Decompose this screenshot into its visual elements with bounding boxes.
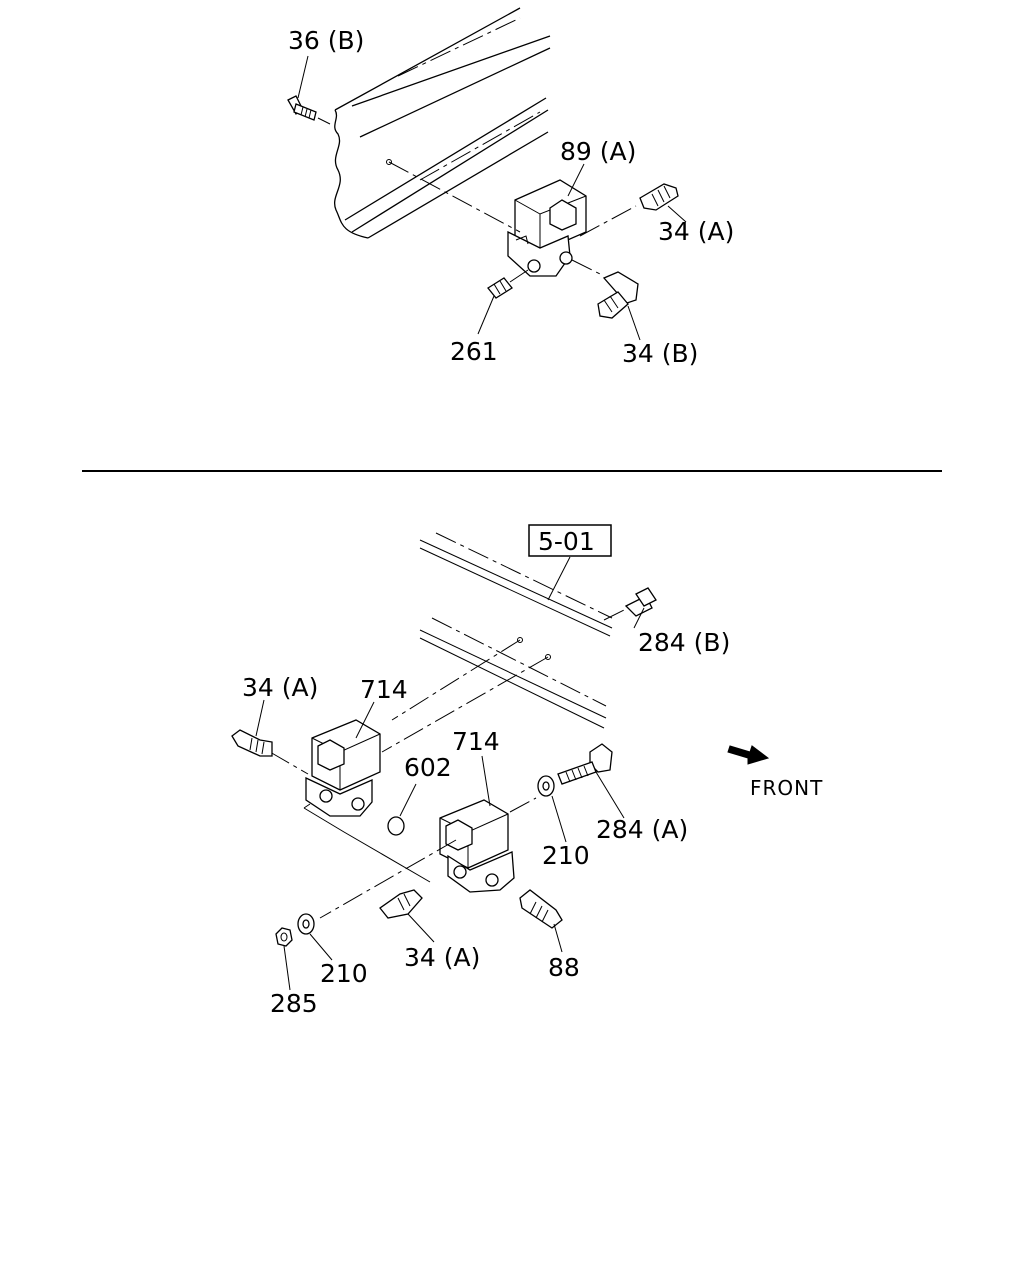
label-right-714: 714	[452, 727, 500, 756]
label-284b: 284 (B)	[638, 628, 730, 657]
left-valve-714	[305, 719, 381, 817]
bolt-284a	[557, 743, 613, 785]
bottom-center-line-3	[319, 839, 457, 919]
bottom-fitting-34a	[379, 889, 423, 919]
label-36b: 36 (B)	[288, 26, 364, 55]
bottom-leaders	[255, 607, 645, 991]
bottom-center-line-5	[269, 751, 309, 775]
bottom-frame-rail	[419, 532, 613, 729]
reference-box-5-01[interactable]	[528, 524, 612, 557]
top-center-line-left	[509, 269, 529, 283]
label-261: 261	[450, 337, 498, 366]
bracket-plate	[303, 803, 431, 883]
top-valve-89a	[507, 179, 587, 277]
label-5-01: 5-01	[538, 527, 595, 556]
nut-285	[275, 927, 293, 947]
bolt-284b	[603, 587, 657, 621]
top-center-line-lower	[571, 259, 605, 277]
fitting-88	[519, 889, 563, 929]
label-284a: 284 (A)	[596, 815, 688, 844]
top-frame-rail	[334, 7, 551, 239]
top-plug-261	[487, 277, 513, 299]
bottom-center-line-1	[381, 656, 549, 753]
label-bottom-34a: 34 (A)	[404, 943, 480, 972]
washer-210-right	[537, 775, 555, 797]
top-center-line-right	[579, 205, 637, 237]
label-285: 285	[270, 989, 318, 1018]
label-88: 88	[548, 953, 580, 982]
top-leaders	[297, 55, 687, 341]
front-arrow-icon	[727, 745, 770, 765]
top-elbow-34b	[597, 271, 639, 319]
label-89a: 89 (A)	[560, 137, 636, 166]
label-front: FRONT	[750, 776, 823, 800]
label-top-34b: 34 (B)	[622, 339, 698, 368]
label-602: 602	[404, 753, 452, 782]
leader-5-01	[547, 556, 571, 601]
bottom-center-line-2	[391, 639, 521, 721]
label-left-34a: 34 (A)	[242, 673, 318, 702]
right-valve-714	[439, 799, 515, 893]
label-right-210: 210	[542, 841, 590, 870]
top-center-line	[388, 161, 521, 233]
bottom-center-line-4	[509, 797, 537, 813]
washer-210-left	[297, 913, 315, 935]
label-left-210: 210	[320, 959, 368, 988]
label-top-34a: 34 (A)	[658, 217, 734, 246]
o-ring-602	[387, 816, 405, 836]
top-fitting-34a	[639, 183, 679, 211]
left-fitting-34a	[231, 729, 273, 757]
label-left-714: 714	[360, 675, 408, 704]
top-bolt-36b	[287, 95, 331, 125]
